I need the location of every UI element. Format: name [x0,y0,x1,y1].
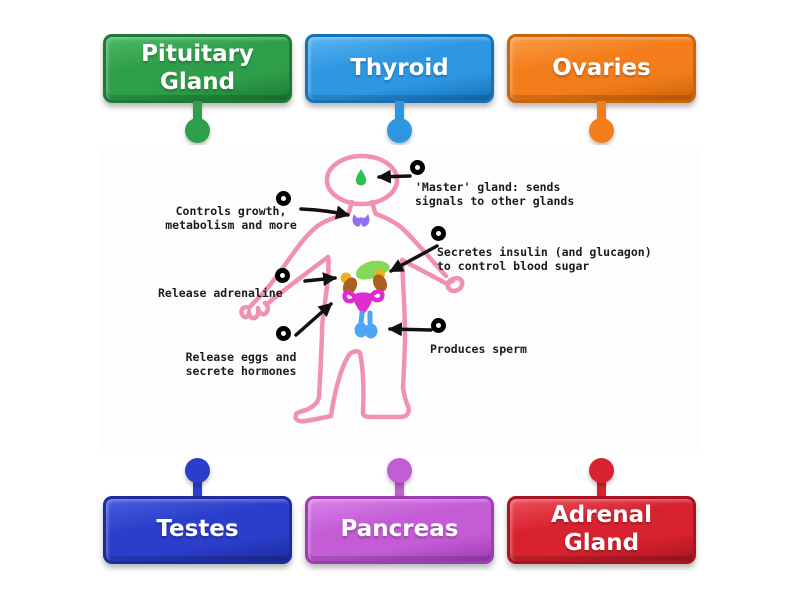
note-thyroid: Controls growth, metabolism and more [165,204,297,232]
pin-knob [185,118,210,143]
answer-spot-adrenal[interactable] [274,267,290,283]
pin-stem [395,101,404,124]
label-adrenal-gland[interactable]: Adrenal Gland [507,496,696,564]
answer-spot-testes[interactable] [430,317,446,333]
testes-shape [354,310,378,339]
annotation-arrows [294,169,439,337]
label-text: Pancreas [340,516,459,543]
pancreas-shape [355,260,390,280]
label-text: Ovaries [552,54,651,81]
right-kidney-shape [372,274,388,292]
label-ovaries[interactable]: Ovaries [507,34,696,103]
label-pituitary-gland[interactable]: Pituitary Gland [103,34,292,103]
label-text: Pituitary Gland [141,40,254,95]
pin-knob [589,118,614,143]
label-text: Adrenal Gland [551,502,652,556]
thyroid-gland-shape [352,214,370,227]
label-pancreas[interactable]: Pancreas [305,496,494,564]
answer-spot-pancreas[interactable] [430,225,446,241]
pin-stem [597,101,606,124]
note-pituitary: 'Master' gland: sends signals to other g… [415,180,575,208]
note-pancreas: Secretes insulin (and glucagon) to contr… [437,245,652,273]
left-kidney-shape [342,277,358,295]
pin-stem [395,477,404,499]
label-thyroid[interactable]: Thyroid [305,34,494,103]
answer-spot-ovaries[interactable] [275,325,291,341]
answer-spot-pituitary[interactable] [410,160,425,175]
label-testes[interactable]: Testes [103,496,292,564]
pin-knob [387,457,412,483]
answer-spot-thyroid[interactable] [275,190,291,206]
uterus-ovaries-shape [342,289,385,314]
pituitary-gland-shape [355,169,367,186]
label-text: Testes [156,516,239,543]
note-testes: Produces sperm [430,342,527,356]
body-illustration [239,153,465,424]
note-adrenal: Release adrenaline [158,286,283,300]
pin-knob [387,118,412,143]
pin-stem [597,477,606,499]
label-text: Thyroid [350,54,449,81]
endocrine-diagram: 'Master' gland: sends signals to other g… [100,145,700,455]
pin-stem [193,477,202,499]
pin-stem [193,101,202,124]
note-ovaries: Release eggs and secrete hormones [185,350,297,378]
pin-knob [589,457,614,483]
pin-knob [185,457,210,483]
